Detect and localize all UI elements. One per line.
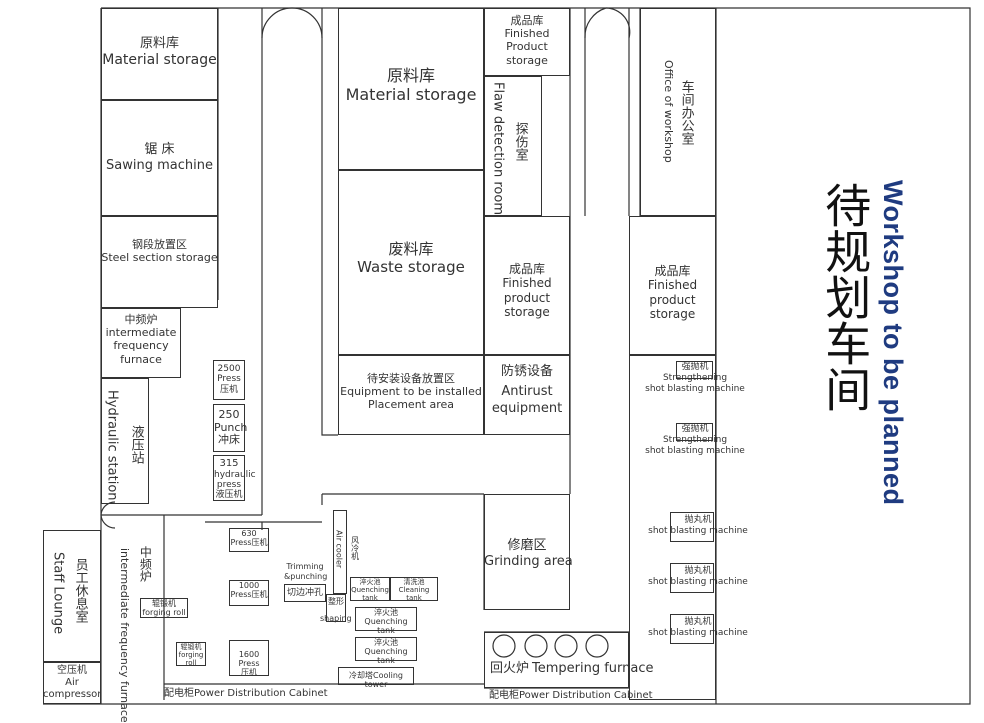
antirust-label: 防锈设备 Antirust equipment [491, 364, 563, 417]
finished-storage-right-label: 成品库 Finished product storage [647, 264, 698, 322]
material-storage-center-label: 原料库 Material storage [345, 66, 477, 105]
material-storage-left [101, 8, 218, 100]
workshop-to-be-planned-zh: 待规划车间 [818, 182, 873, 412]
hydraulic-station [101, 378, 149, 504]
equipment-placement-area [338, 355, 484, 435]
tempering-furnace-label: 回火炉 [490, 661, 530, 676]
shaping-label: shaping [320, 614, 352, 623]
tempering-drum-2 [524, 634, 548, 658]
shot-blaster-5 [670, 614, 714, 644]
if-furnace-bottom-en: intermediate frequency furnace [118, 548, 132, 723]
equipment-placement-label: 待安装设备放置区 Equipment to be installed Place… [340, 372, 482, 412]
flaw-detection-zh: 探伤室 [512, 122, 528, 161]
tempering-drum-4 [585, 634, 609, 658]
steel-section-label: 钢段放置区 Steel section storage [101, 238, 218, 265]
lower-upper-wall [205, 493, 484, 530]
finished-storage-mid-label: 成品库 Finished product storage [502, 262, 552, 320]
press-1600: 1600 Press 压机 [229, 640, 269, 677]
air-cooler-zh: 风冷机 [350, 536, 360, 560]
hydraulic-station-en: Hydraulic station [104, 390, 120, 501]
shot-blaster-4-label: 抛丸机 shot blasting machine [648, 566, 748, 587]
shaping: 整形 [326, 594, 346, 622]
shot-blaster-2-label: 强抛机 Strengthening shot blasting machine [645, 424, 745, 456]
if-furnace-top-label: 中频炉 intermediate frequency furnace [105, 313, 177, 366]
quenching-tank-1: 淬火池 Quenching tank [350, 577, 390, 603]
shot-blaster-5-label: 抛丸机 shot blasting machine [648, 617, 748, 638]
door-arc-5 [100, 501, 116, 516]
office-zh: 车间办公室 [678, 80, 694, 145]
lower-right-wall [483, 494, 629, 633]
floor-plan: 原料库 Material storage 锯 床 Sawing machine … [43, 7, 971, 723]
door-arc-1 [261, 7, 293, 39]
shot-blaster-1 [676, 361, 713, 379]
sawing-machine-label: 锯 床 Sawing machine [106, 142, 213, 173]
shot-blaster-1-label: 强抛机 Strengthening shot blasting machine [645, 362, 745, 394]
material-storage-center [338, 8, 484, 170]
hydraulic-press-315: 315 hydraulic press 液压机 [213, 455, 256, 501]
shot-blaster-3 [670, 512, 714, 542]
quenching-tank-2: 淬火池 Quenching tank [355, 607, 417, 635]
press-630: 630 Press压机 [229, 528, 269, 552]
finished-storage-top-label: 成品库 Finished Product storage [504, 14, 550, 67]
press-1000: 1000 Press压机 [229, 580, 269, 606]
workshop-to-be-planned-en: Workshop to be planned [878, 180, 908, 506]
door-arc-2 [291, 7, 323, 39]
punch-250: 250 Punch 冲床 [213, 404, 247, 452]
door-arc-3 [584, 7, 607, 39]
tempering-drum-1 [492, 634, 516, 658]
power-cabinet-left-label: 配电柜Power Distribution Cabinet [164, 688, 328, 699]
waste-storage [338, 170, 484, 355]
tempering-drum-3 [554, 634, 578, 658]
if-furnace-bottom-zh: 中频炉 [138, 546, 153, 582]
center-left-wall [321, 8, 338, 436]
lower-left-wall [100, 514, 262, 704]
flaw-detection-en: Flaw detection room [490, 82, 506, 215]
antirust-equipment [484, 355, 570, 435]
tempering-furnace-label-en: Tempering furnace [532, 661, 654, 676]
shot-blaster-4 [670, 563, 714, 593]
shot-blaster-2 [676, 423, 713, 441]
hydraulic-station-zh: 液压站 [128, 425, 144, 464]
trimming-punching-label: Trimming &punching [284, 562, 328, 581]
cleaning-tank: 清洗池 Cleaning tank [390, 577, 438, 602]
center-right-wall [569, 8, 586, 494]
waste-storage-label: 废料库 Waste storage [357, 240, 465, 276]
press-2500: 2500 Press 压机 [213, 360, 245, 400]
staff-lounge-zh: 员工休息室 [72, 558, 88, 623]
grinding-area [484, 494, 570, 610]
power-cabinet-right-label: 配电柜Power Distribution Cabinet [489, 690, 653, 701]
trimming-punching: 切边冲孔 [284, 584, 326, 602]
finished-storage-right [629, 216, 716, 355]
air-compressor-label: 空压机 Air compressor [43, 665, 102, 700]
walls-and-doors [43, 7, 971, 705]
shot-blaster-3-label: 抛丸机 shot blasting machine [648, 515, 748, 536]
air-cooler-en: Air cooler [334, 530, 344, 569]
left-corridor-wall [217, 8, 263, 515]
forging-roll-2: 辊锻机 forging roll [176, 642, 206, 667]
staff-lounge-en: Staff Lounge [50, 552, 66, 635]
right-corridor-wall [628, 8, 641, 216]
door-arc-4 [605, 7, 631, 39]
air-cooler [333, 510, 347, 594]
if-furnace-top [101, 308, 181, 378]
office-en: Office of workshop [662, 60, 676, 163]
door-arc-6 [100, 514, 116, 529]
flaw-detection-room [484, 76, 542, 216]
grinding-area-label: 修磨区 Grinding area [484, 538, 573, 569]
steel-section-storage [101, 216, 218, 308]
material-storage-left-label: 原料库 Material storage [102, 36, 217, 68]
outer-wall [100, 7, 971, 705]
quenching-tank-3: 淬火池 Quenching tank [355, 637, 417, 665]
